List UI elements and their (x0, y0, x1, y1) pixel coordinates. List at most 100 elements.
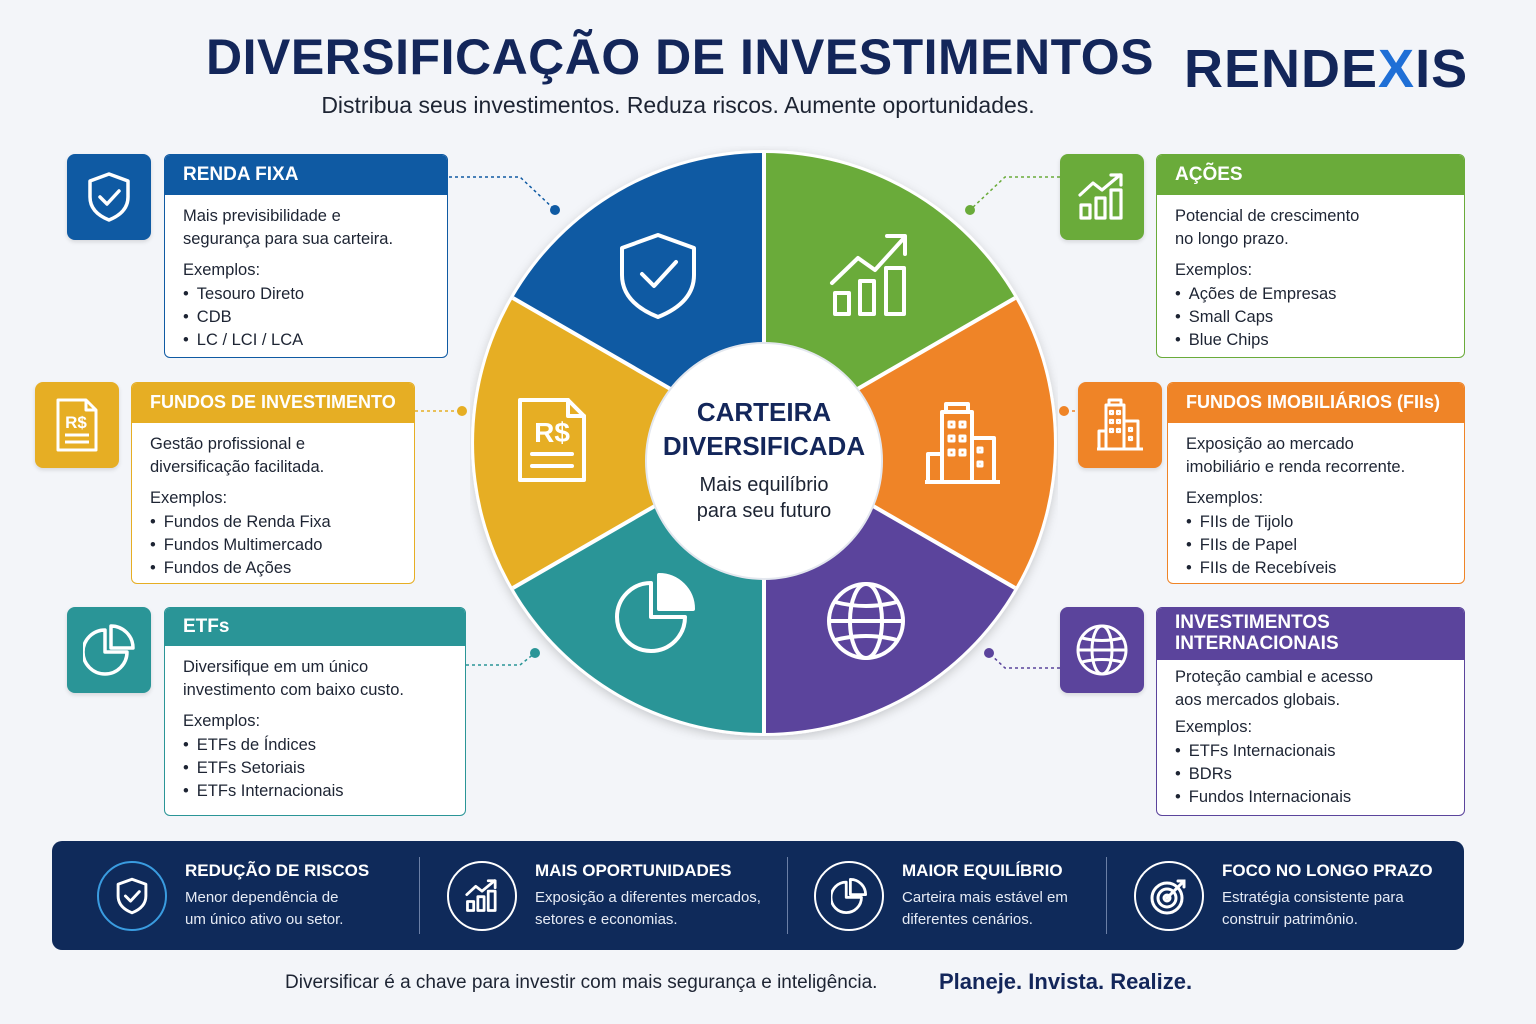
fiis-desc-2: imobiliário e renda recorrente. (1186, 458, 1406, 476)
document-money-icon: R$ (56, 398, 98, 452)
pie-chart-icon (83, 624, 135, 676)
pie-chart-icon (831, 877, 867, 914)
list-item: Tesouro Direto (183, 283, 429, 306)
benefits-bar: REDUÇÃO DE RISCOS Menor dependência de u… (52, 841, 1464, 950)
svg-text:R$: R$ (65, 413, 87, 432)
benefit-desc-2: diferentes cenários. (902, 910, 1033, 928)
wheel-segment-fundos (474, 298, 764, 588)
benefit-item: MAIS OPORTUNIDADES Exposição a diferente… (447, 841, 761, 950)
acoes-icon-box (1060, 154, 1144, 240)
brand-text-x: X (1378, 39, 1416, 99)
brand-text-1: RENDE (1184, 39, 1379, 99)
list-item: ETFs de Índices (183, 734, 447, 757)
center-sub-line-2: para seu futuro (697, 500, 832, 522)
list-item: Blue Chips (1175, 329, 1446, 352)
building-icon (1097, 398, 1143, 451)
target-icon (1150, 879, 1186, 914)
center-sub-line-1: Mais equilíbrio (700, 474, 829, 496)
fundos-card: FUNDOS DE INVESTIMENTO Gestão profission… (131, 382, 415, 584)
fundos-desc-2: diversificação facilitada. (150, 458, 325, 476)
benefit-icon-circle (97, 860, 167, 931)
benefit-title: REDUÇÃO DE RISCOS (185, 860, 370, 880)
divider (787, 857, 788, 934)
list-item: LC / LCI / LCA (183, 329, 429, 352)
brand-logo: RENDEXIS (1184, 38, 1468, 100)
list-item: FIIs de Recebíveis (1186, 557, 1446, 580)
list-item: BDRs (1175, 763, 1446, 786)
divider (419, 857, 420, 934)
list-item: Fundos de Renda Fixa (150, 511, 396, 534)
benefit-icon-circle (814, 860, 884, 931)
internacionais-examples-label: Exemplos: (1175, 718, 1253, 736)
benefit-icon-circle (1134, 860, 1204, 931)
benefit-title: FOCO NO LONGO PRAZO (1222, 860, 1433, 880)
building-icon (925, 402, 1000, 484)
shield-check-icon (116, 877, 148, 914)
renda-fixa-title: RENDA FIXA (165, 155, 447, 195)
growth-chart-icon (830, 234, 907, 316)
benefit-desc-2: construir patrimônio. (1222, 910, 1358, 928)
fundos-desc-1: Gestão profissional e (150, 435, 306, 453)
acoes-desc-2: no longo prazo. (1175, 230, 1289, 248)
renda-fixa-examples-label: Exemplos: (183, 261, 261, 279)
currency-symbol: R$ (534, 417, 570, 448)
acoes-card: AÇÕES Potencial de crescimento no longo p… (1156, 154, 1465, 358)
benefit-desc-2: um único ativo ou setor. (185, 910, 344, 928)
benefit-desc-2: setores e economias. (535, 910, 678, 928)
benefit-icon-circle (447, 860, 517, 931)
center-title-line-2: DIVERSIFICADA (663, 431, 865, 461)
list-item: Ações de Empresas (1175, 283, 1446, 306)
etfs-desc-1: Diversifique em um único (183, 658, 369, 676)
fiis-desc-1: Exposição ao mercado (1186, 435, 1354, 453)
diversification-wheel: R$ CARTEIRA DIVERSIFICADA Mais equilíbri… (471, 150, 1057, 736)
list-item: ETFs Internacionais (1175, 740, 1446, 763)
internacionais-title-2: INTERNACIONAIS (1175, 633, 1339, 654)
acoes-title: AÇÕES (1157, 155, 1464, 195)
benefit-item: MAIOR EQUILÍBRIO Carteira mais estável e… (814, 841, 1068, 950)
list-item: FIIs de Papel (1186, 534, 1446, 557)
divider (1106, 857, 1107, 934)
list-item: Fundos Internacionais (1175, 786, 1446, 809)
list-item: Small Caps (1175, 306, 1446, 329)
etfs-icon-box (67, 607, 151, 693)
list-item: Fundos Multimercado (150, 534, 396, 557)
internacionais-title: INVESTIMENTOS INTERNACIONAIS (1157, 608, 1464, 660)
etfs-examples-label: Exemplos: (183, 712, 261, 730)
internacionais-desc-2: aos mercados globais. (1175, 691, 1341, 709)
footer-text: Diversificar é a chave para investir com… (285, 972, 878, 993)
list-item: ETFs Setoriais (183, 757, 447, 780)
acoes-examples-label: Exemplos: (1175, 261, 1253, 279)
fundos-title: FUNDOS DE INVESTIMENTO (132, 383, 414, 423)
pie-chart-icon (615, 573, 695, 653)
renda-fixa-icon-box (67, 154, 151, 240)
benefit-title: MAIOR EQUILÍBRIO (902, 860, 1063, 880)
shield-check-icon (620, 233, 696, 319)
benefit-item: FOCO NO LONGO PRAZO Estratégia consisten… (1134, 841, 1433, 950)
list-item: Fundos de Ações (150, 557, 396, 580)
list-item: ETFs Internacionais (183, 780, 447, 803)
benefit-desc-1: Menor dependência de (185, 888, 339, 906)
footer-tagline: Planeje. Invista. Realize. (939, 969, 1193, 994)
globe-icon (827, 582, 905, 660)
benefit-desc-1: Carteira mais estável em (902, 888, 1068, 906)
etfs-desc-2: investimento com baixo custo. (183, 681, 405, 699)
page-title: DIVERSIFICAÇÃO DE INVESTIMENTOS (205, 29, 1155, 85)
globe-icon (1076, 624, 1128, 676)
acoes-desc-1: Potencial de crescimento (1175, 207, 1360, 225)
fundos-icon-box: R$ (35, 382, 119, 468)
benefit-desc-1: Exposição a diferentes mercados, (535, 888, 761, 906)
wheel-segment-fiis (764, 298, 1054, 588)
fiis-card: FUNDOS IMOBILIÁRIOS (FIIs) Exposição ao … (1167, 382, 1465, 584)
growth-chart-icon (465, 878, 497, 912)
internacionais-title-1: INVESTIMENTOS (1175, 612, 1330, 634)
benefit-desc-1: Estratégia consistente para (1222, 888, 1404, 906)
renda-fixa-desc-1: Mais previsibilidade e (183, 207, 341, 225)
wheel-center (646, 343, 882, 579)
internacionais-icon-box (1060, 607, 1144, 693)
brand-text-2: IS (1415, 39, 1469, 99)
internacionais-desc-1: Proteção cambial e acesso (1175, 668, 1374, 686)
fiis-title: FUNDOS IMOBILIÁRIOS (FIIs) (1168, 383, 1464, 423)
